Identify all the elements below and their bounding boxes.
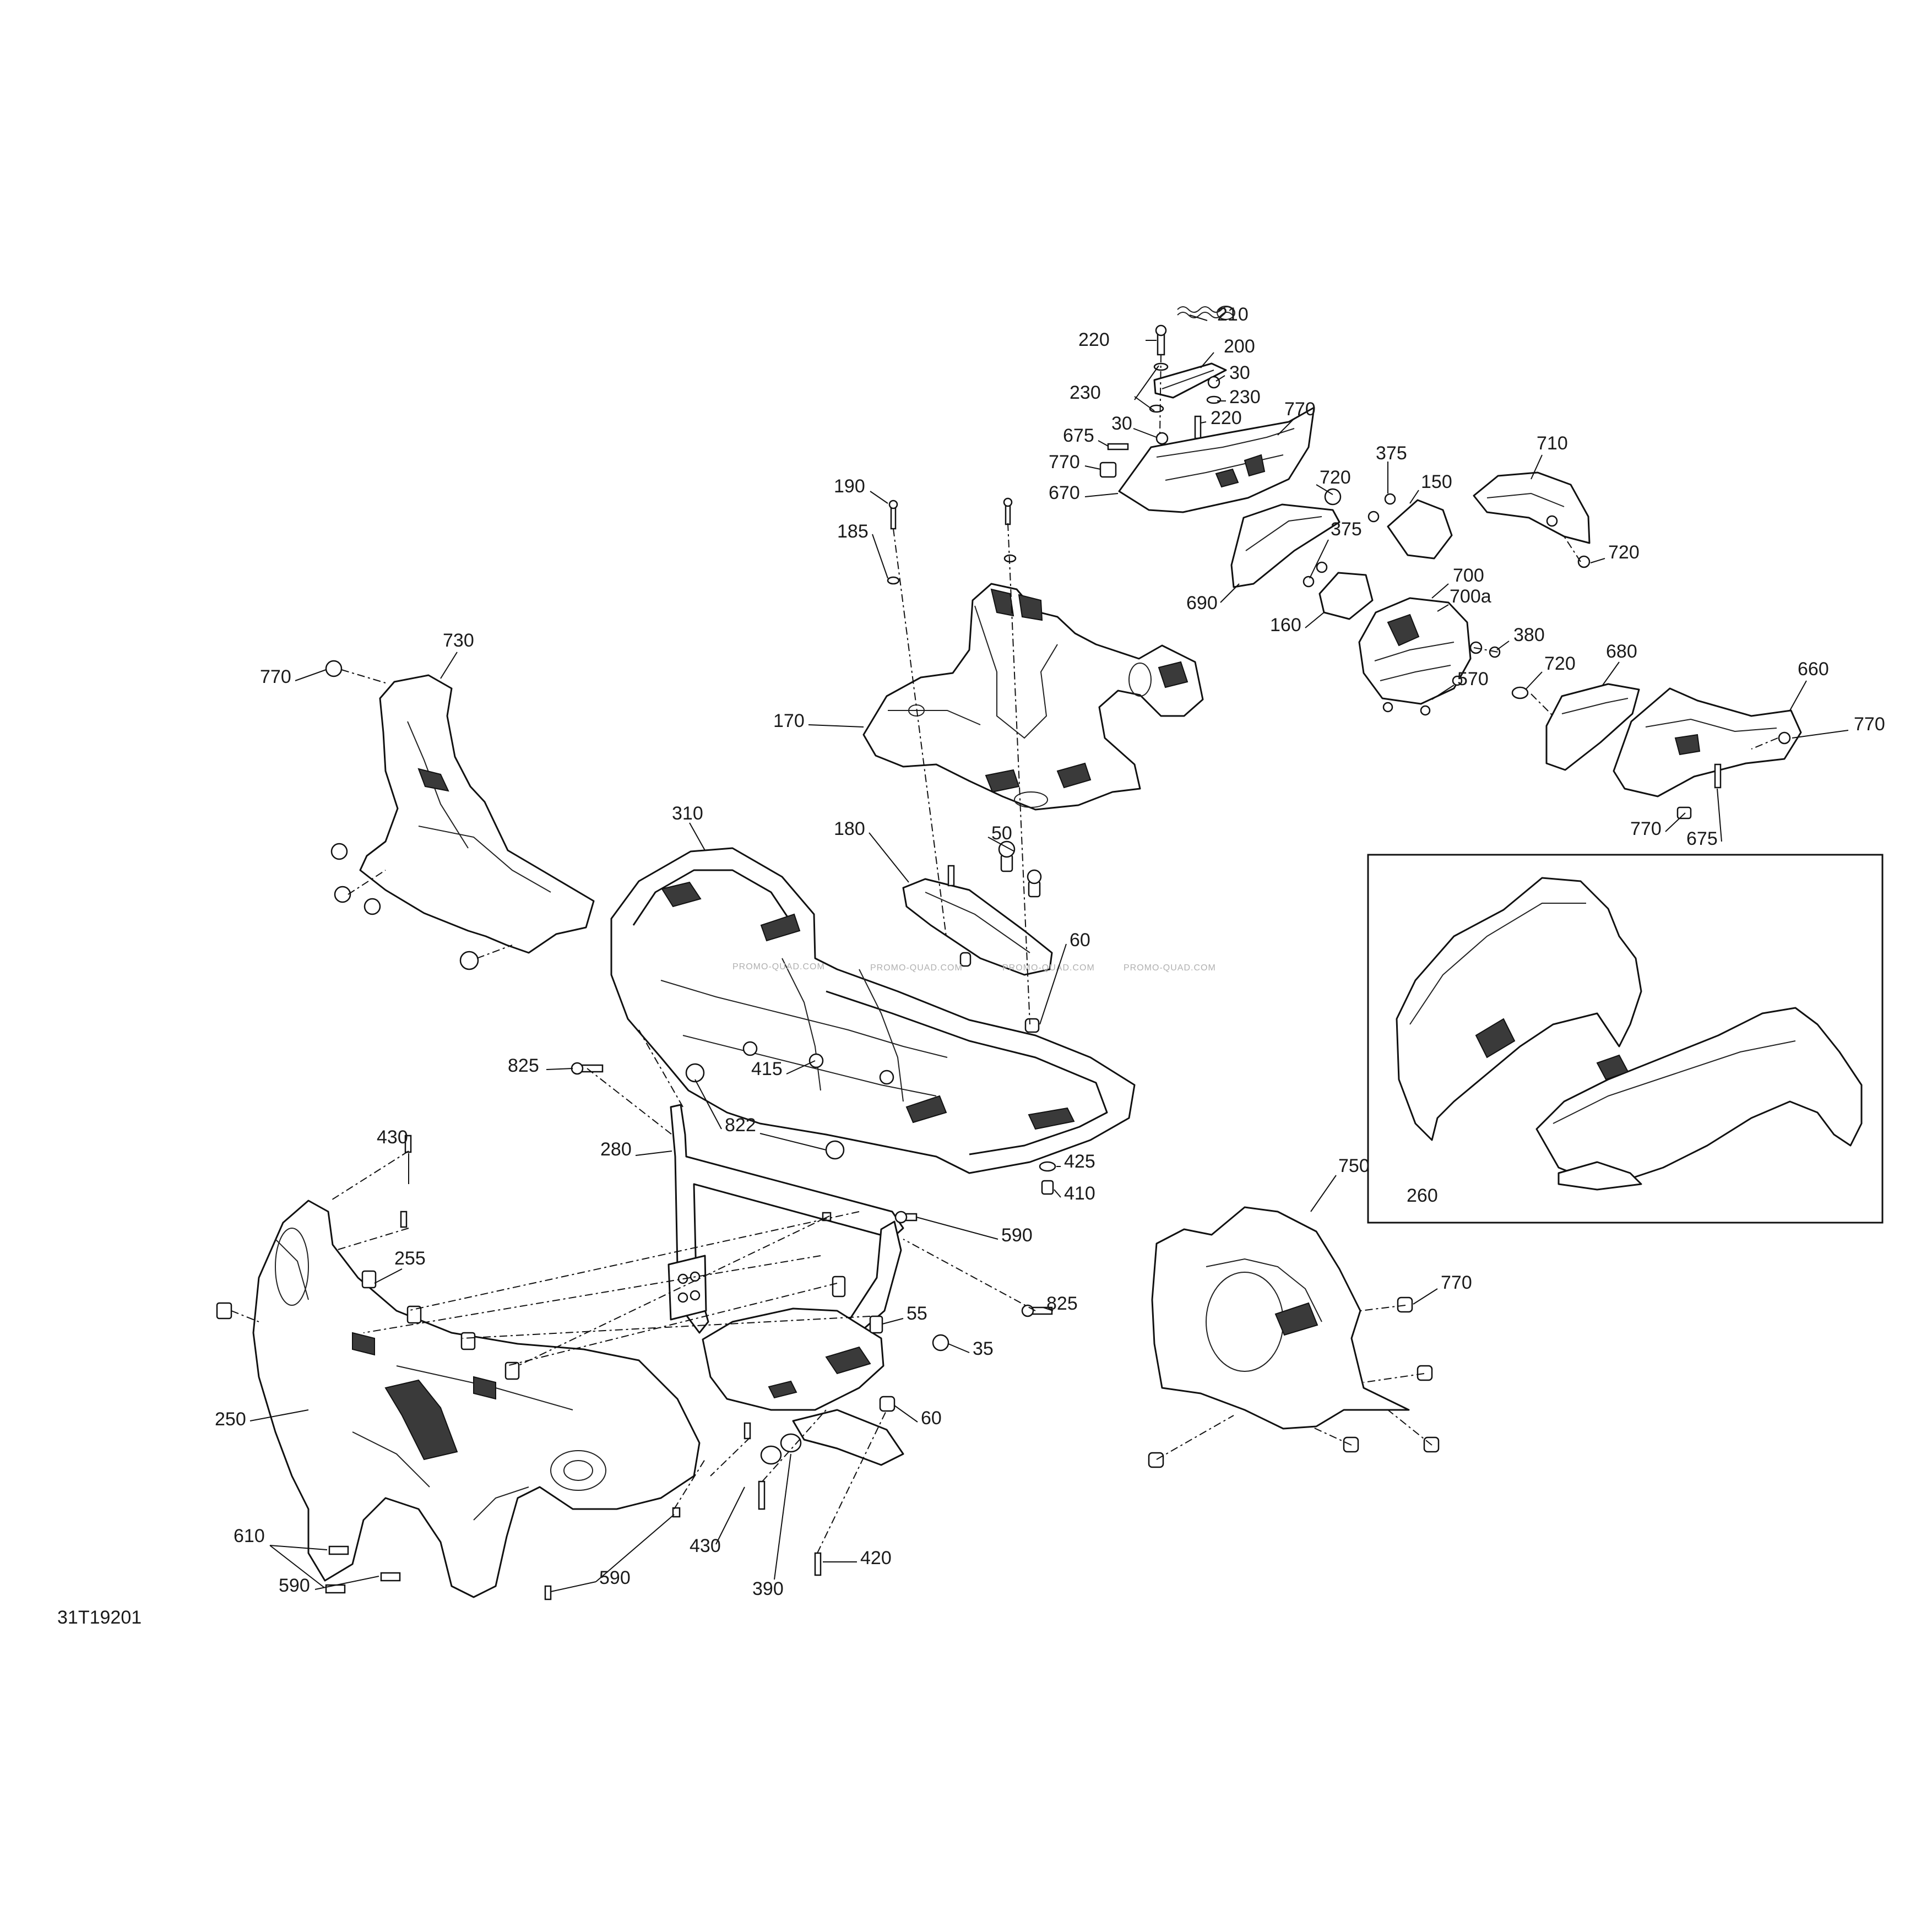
callout-c380: 380 (1513, 625, 1545, 645)
callout-c160: 160 (1270, 615, 1301, 636)
callout-c700a: 700a (1450, 586, 1491, 607)
callout-c420: 420 (860, 1548, 892, 1569)
callout-c670: 670 (1049, 482, 1080, 503)
part-680-panel (1511, 683, 1640, 771)
callout-c310: 310 (672, 803, 703, 824)
callout-c770e: 770 (1630, 818, 1662, 839)
callout-c30a: 30 (1229, 362, 1250, 383)
callout-c720a: 720 (1320, 467, 1351, 488)
leader-lines (249, 314, 1849, 1592)
callout-c390: 390 (752, 1578, 784, 1599)
callout-c822: 822 (725, 1115, 756, 1136)
callout-c570: 570 (1457, 669, 1489, 690)
callout-c260: 260 (1407, 1185, 1438, 1206)
callout-c590c: 590 (599, 1567, 631, 1588)
part-700-headlight-housing (1358, 597, 1501, 716)
callout-c680: 680 (1606, 641, 1637, 662)
callout-c255: 255 (394, 1248, 426, 1269)
callout-c230a: 230 (1070, 382, 1101, 403)
callout-c700: 700 (1453, 565, 1484, 586)
callout-c30b: 30 (1111, 413, 1132, 434)
callout-c720c: 720 (1544, 653, 1576, 674)
callout-c190: 190 (834, 476, 865, 497)
callout-c430b: 430 (690, 1535, 721, 1556)
callout-c675a: 675 (1063, 425, 1094, 446)
callout-c770f: 770 (1441, 1272, 1472, 1293)
callout-c55: 55 (907, 1303, 927, 1324)
callout-c150: 150 (1421, 471, 1452, 492)
part-150-bracket (1367, 493, 1453, 560)
callout-c180: 180 (834, 818, 865, 839)
part-280-bumper-frame (667, 1104, 904, 1334)
callout-c660: 660 (1798, 659, 1829, 680)
callout-c430a: 430 (377, 1127, 408, 1148)
callout-c60a: 60 (1070, 930, 1090, 951)
callout-c35: 35 (973, 1338, 994, 1359)
callout-c610: 610 (234, 1526, 265, 1546)
callout-c210: 210 (1217, 304, 1249, 325)
part-250-front-fascia (252, 1200, 701, 1598)
part-160-bracket (1303, 561, 1374, 620)
watermark-2: PROMO-QUAD.COM (870, 963, 963, 973)
part-660-right-panel (1613, 687, 1802, 820)
callout-c590b: 590 (279, 1575, 310, 1596)
watermark-1: PROMO-QUAD.COM (732, 962, 825, 972)
callout-c675b: 675 (1686, 828, 1718, 849)
callout-c825a: 825 (508, 1055, 539, 1076)
watermark-4: PROMO-QUAD.COM (1124, 963, 1216, 973)
callout-c590a: 590 (1001, 1225, 1033, 1246)
centerlines (231, 354, 1778, 1554)
part-730-left-panel (325, 660, 595, 970)
callout-c690: 690 (1186, 593, 1218, 614)
callout-c770a: 770 (1284, 399, 1316, 420)
callout-c410: 410 (1064, 1183, 1095, 1204)
callout-c825b: 825 (1046, 1293, 1078, 1314)
part-310-front-rack (610, 847, 1136, 1174)
callout-c280: 280 (600, 1139, 632, 1160)
callout-c750: 750 (1338, 1155, 1370, 1176)
watermark-3: PROMO-QUAD.COM (1002, 963, 1095, 973)
part-180-lower-support (902, 840, 1053, 1033)
part-170-main-body (862, 583, 1204, 811)
part-710-right-cover (1473, 471, 1591, 568)
callout-c770c: 770 (260, 666, 291, 687)
part-750-inner-fender (1148, 1206, 1440, 1468)
callout-c770d: 770 (1854, 714, 1885, 735)
callout-c230b: 230 (1229, 387, 1261, 408)
callout-c50: 50 (991, 823, 1012, 844)
callout-c375b: 375 (1331, 519, 1362, 540)
callout-c770b: 770 (1049, 452, 1080, 473)
callout-c375a: 375 (1376, 443, 1407, 464)
part-690-side-panel (1230, 488, 1342, 588)
callout-c710: 710 (1537, 433, 1568, 454)
callout-c415: 415 (751, 1059, 783, 1079)
callout-c200: 200 (1224, 336, 1255, 357)
part-lower-skid (702, 1211, 949, 1466)
part-670-console (1118, 406, 1315, 513)
fasteners-190-185 (887, 497, 1017, 585)
callout-c60b: 60 (921, 1408, 942, 1429)
callout-c720b: 720 (1608, 542, 1640, 563)
callout-c185: 185 (837, 521, 869, 542)
callout-c220b: 220 (1211, 408, 1242, 428)
callout-c425: 425 (1064, 1151, 1095, 1172)
callout-c220a: 220 (1078, 329, 1110, 350)
callout-c730: 730 (443, 630, 474, 651)
part-210-spring (1177, 306, 1235, 320)
figure-reference-id: 31T19201 (57, 1607, 142, 1628)
callout-c250: 250 (215, 1409, 246, 1430)
inset-260 (1367, 854, 1884, 1224)
fasteners-425-410-825 (571, 1062, 1056, 1317)
callout-c170: 170 (773, 710, 805, 731)
